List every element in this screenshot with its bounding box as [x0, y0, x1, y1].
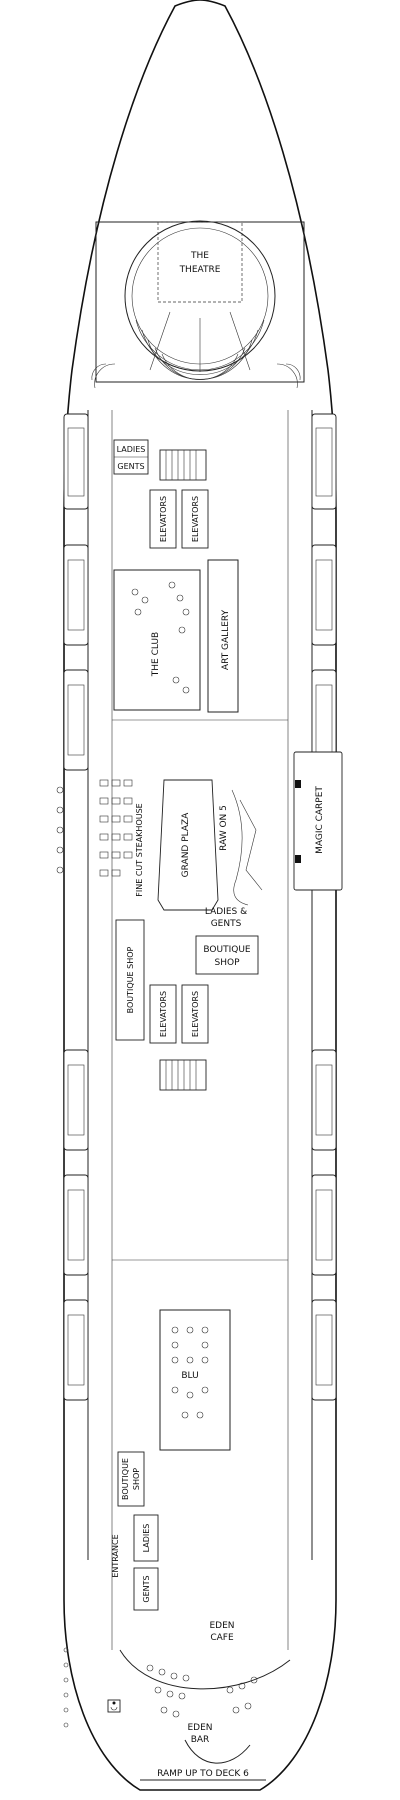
label-eden-bar-1: EDEN	[187, 1723, 212, 1733]
theatre: THE THEATRE	[95, 220, 305, 383]
label-elevators-aft-1: ELEVATORS	[159, 991, 168, 1037]
ladies-aft: LADIES	[133, 1514, 159, 1562]
label-ramp: RAMP UP TO DECK 6	[157, 1769, 249, 1779]
label-elevators-forward-2: ELEVATORS	[191, 496, 200, 542]
label-elevators-aft-2: ELEVATORS	[191, 991, 200, 1037]
label-gents-forward: GENTS	[117, 462, 144, 471]
label-the-club: THE CLUB	[151, 632, 161, 677]
label-ladies-forward: LADIES	[117, 445, 146, 454]
gents-aft: GENTS	[133, 1567, 159, 1611]
grand-plaza: GRAND PLAZA	[157, 779, 219, 911]
label-raw-on-5: RAW ON 5	[219, 805, 229, 851]
boutique-shop-midship: BOUTIQUE SHOP	[195, 935, 259, 975]
label-eden-bar-2: BAR	[191, 1735, 210, 1745]
label-boutique-shop-vertical: BOUTIQUE SHOP	[126, 946, 135, 1013]
elevators-aft: ELEVATORS ELEVATORS	[149, 984, 209, 1044]
eden-seating	[63, 1647, 291, 1728]
label-ladies-gents-mid-1: LADIES &	[205, 907, 247, 917]
label-boutique-shop-aft-1: BOUTIQUE	[121, 1458, 130, 1500]
blu-restaurant: BLU	[159, 1309, 231, 1451]
lifeboats-starboard	[311, 413, 337, 1401]
label-entrance: ENTRANCE	[111, 1534, 120, 1577]
entrance: ENTRANCE	[111, 1534, 120, 1577]
eden-bar: EDEN BAR	[184, 1723, 251, 1764]
label-art-gallery: ART GALLERY	[221, 609, 231, 670]
fine-cut-steakhouse: FINE CUT STEAKHOUSE	[56, 779, 144, 897]
label-ladies-gents-mid-2: GENTS	[211, 919, 242, 929]
label-fine-cut-steakhouse: FINE CUT STEAKHOUSE	[135, 803, 144, 896]
restrooms-forward: LADIES GENTS	[113, 439, 149, 475]
wheelchair-icon	[107, 1699, 121, 1713]
elevators-forward: ELEVATORS ELEVATORS	[149, 489, 209, 549]
restrooms-midship: LADIES & GENTS	[205, 907, 247, 929]
label-eden-cafe-2: CAFE	[210, 1633, 234, 1643]
eden-cafe: EDEN CAFE	[209, 1621, 234, 1643]
the-club: THE CLUB	[113, 569, 201, 711]
boutique-shop-vertical: BOUTIQUE SHOP	[115, 919, 145, 1041]
lifeboats-port	[63, 413, 89, 1401]
label-theatre-1: THE	[190, 251, 209, 261]
boutique-shop-aft: BOUTIQUE SHOP	[117, 1451, 145, 1507]
label-boutique-shop-mid-1: BOUTIQUE	[203, 945, 251, 955]
label-eden-cafe-1: EDEN	[209, 1621, 234, 1631]
art-gallery: ART GALLERY	[207, 559, 239, 713]
label-elevators-forward-1: ELEVATORS	[159, 496, 168, 542]
label-magic-carpet: MAGIC CARPET	[315, 786, 325, 854]
label-theatre-2: THEATRE	[179, 265, 221, 275]
label-ladies-aft: LADIES	[142, 1524, 151, 1553]
label-gents-aft: GENTS	[142, 1575, 151, 1602]
raw-on-5: RAW ON 5	[219, 789, 263, 906]
label-blu: BLU	[181, 1371, 198, 1381]
label-boutique-shop-mid-2: SHOP	[215, 958, 241, 968]
magic-carpet: MAGIC CARPET	[293, 751, 343, 891]
label-grand-plaza: GRAND PLAZA	[181, 812, 191, 878]
label-boutique-shop-aft-2: SHOP	[132, 1468, 141, 1490]
